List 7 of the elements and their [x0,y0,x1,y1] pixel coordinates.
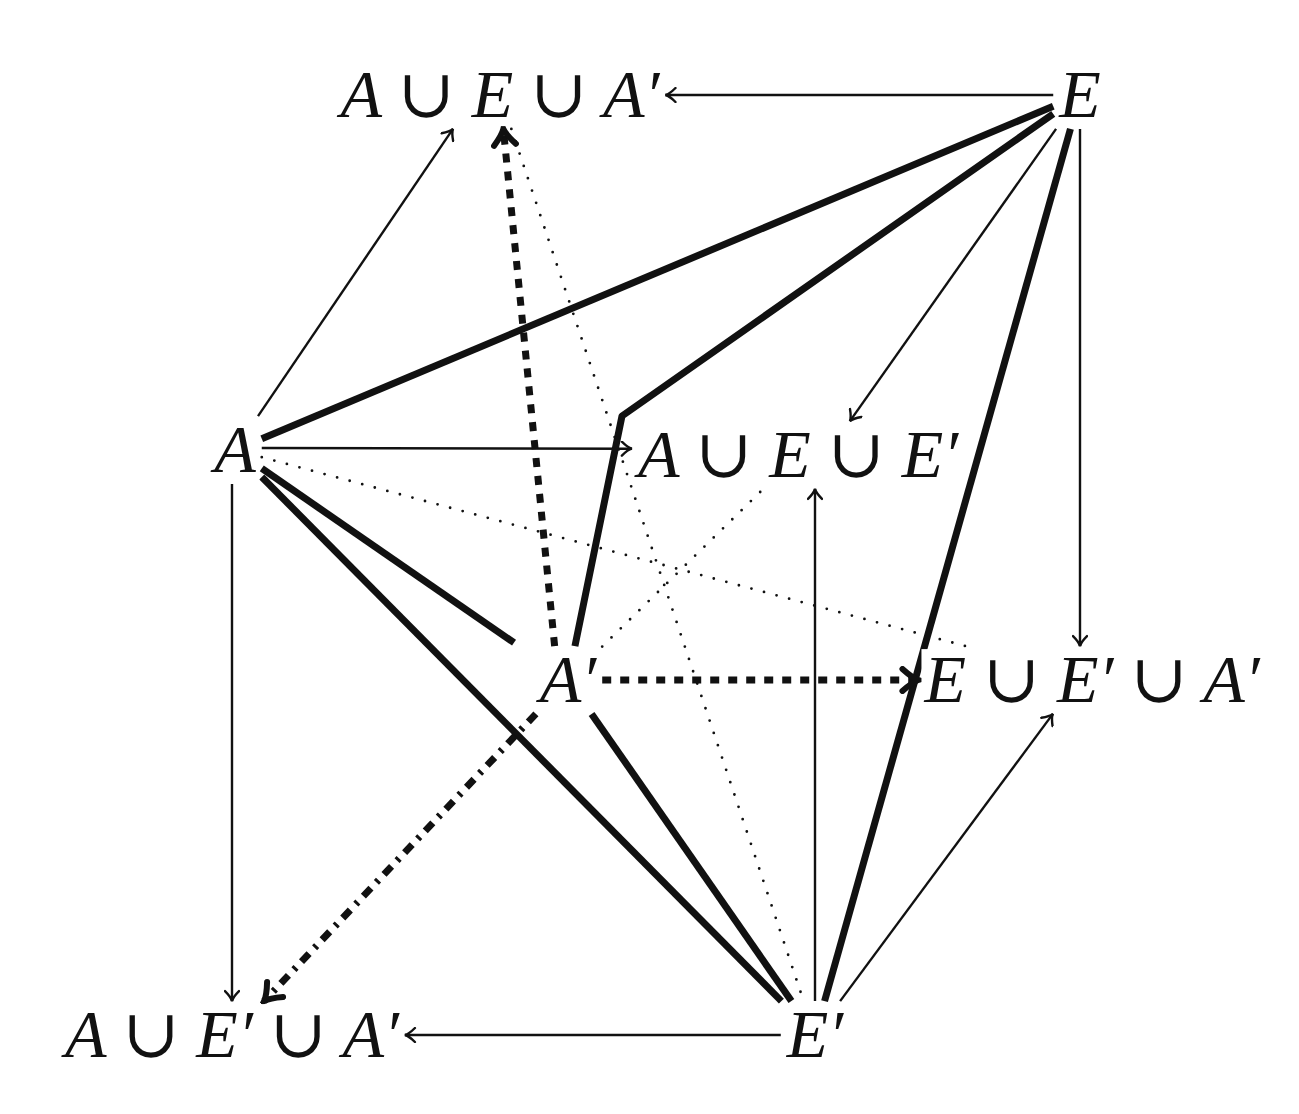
thick-line [821,127,1074,1003]
thick-line [260,103,1055,442]
thick-line [571,110,1056,647]
thick-line [259,474,784,1004]
dotted-line [260,455,968,648]
thick-line [259,465,517,646]
thick-line [588,711,795,1004]
